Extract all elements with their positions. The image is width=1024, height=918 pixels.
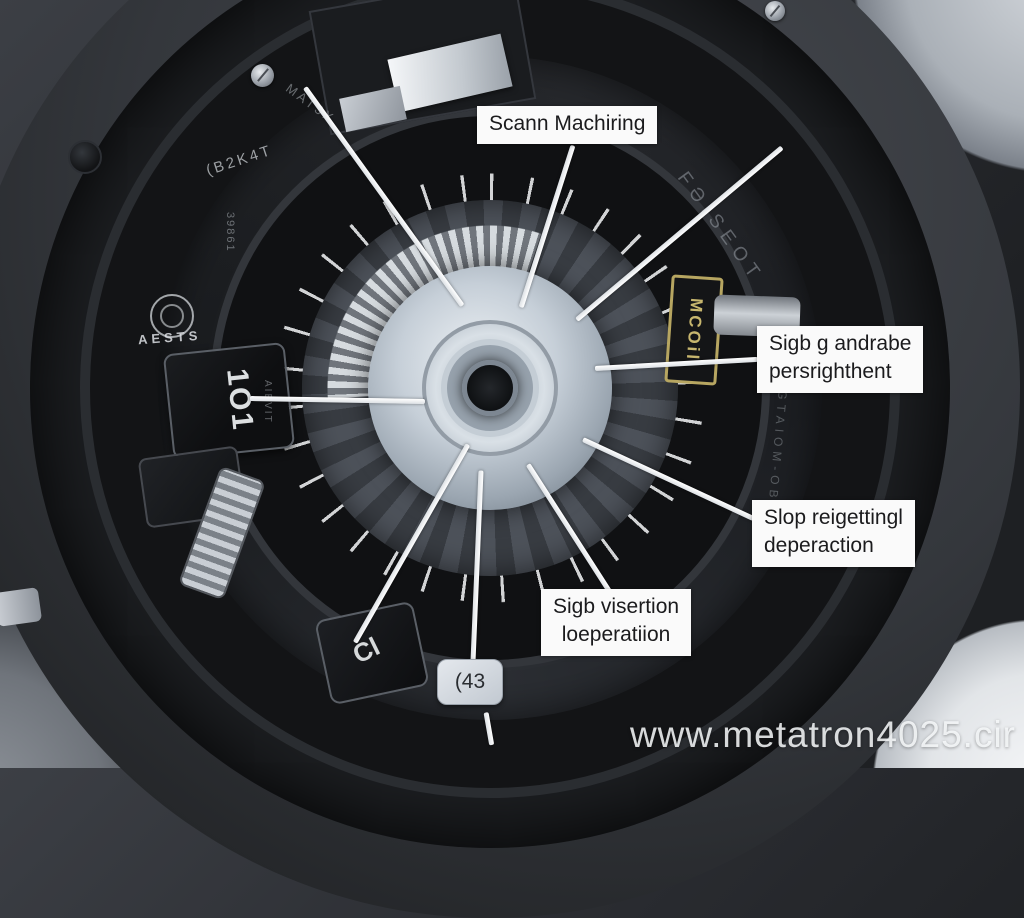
engraving-aibvit: AIBVIT	[262, 380, 273, 424]
center-bore	[462, 360, 518, 416]
badge-text: (43	[454, 670, 486, 693]
label-line-1: Slop reigettingl	[764, 506, 903, 529]
watermark-text: www.metatron4025.cir	[629, 714, 1016, 755]
label-line-2: loeperatiion	[561, 623, 671, 647]
dark-bolt-icon	[68, 140, 102, 174]
label-line-2: deperaction	[764, 534, 874, 558]
label-sigb-visertion: Sigb visertion loeperatiion	[541, 589, 692, 656]
screw-icon	[251, 64, 274, 87]
annotated-mechanism-photo: { "annotations": { "machining": { "text"…	[0, 0, 1024, 768]
screw-icon	[765, 1, 785, 21]
label-slop-reigettingl: Slop reigettingl deperaction	[752, 500, 915, 567]
label-sigb-andrabe: Sigb g andrabe persrighthent	[757, 326, 924, 393]
emblem-seal-icon	[150, 294, 194, 338]
gold-plaque-engraving: MCOil	[682, 297, 707, 363]
engraving-serial: 39861	[224, 212, 236, 253]
label-scann-machiring: Scann Machiring	[477, 106, 658, 145]
bottom-module-engraving: Cl	[347, 630, 385, 670]
part-number-badge: (43	[437, 659, 503, 705]
label-text: Scann Machiring	[489, 112, 646, 135]
left-edge-bolt	[0, 587, 43, 627]
label-line-2: persrighthent	[769, 360, 892, 384]
hub-bearing-ring	[441, 339, 539, 437]
label-line-1: Sigb visertion	[553, 595, 680, 618]
label-line-1: Sigb g andrabe	[769, 332, 912, 355]
